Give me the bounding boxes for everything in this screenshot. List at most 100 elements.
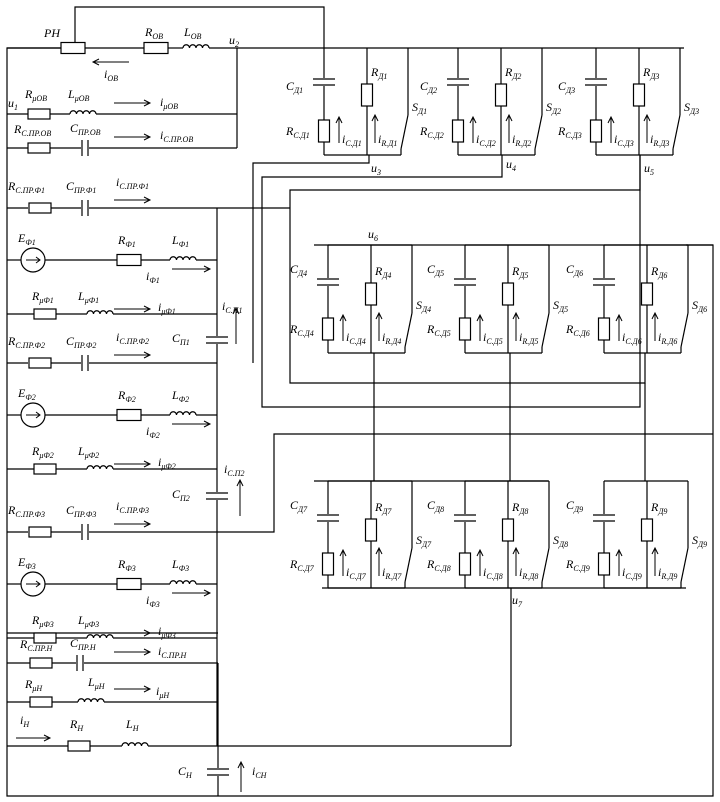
- capacitor-gap: [81, 198, 89, 218]
- l-mu-ov-inductor: [69, 109, 97, 115]
- c-pr-ov-label: CПР.ОВ: [70, 121, 101, 137]
- r-d2-label: RД2: [504, 65, 521, 81]
- capacitor-gap: [81, 522, 89, 542]
- ic-d8-label: iС.Д8: [483, 565, 503, 581]
- s-d2-label: SД2: [546, 100, 561, 116]
- u1-label: u1: [8, 96, 18, 112]
- i-spr-ph3-arrow: [114, 520, 152, 528]
- r-ov-label: RОВ: [144, 25, 163, 41]
- r-h-label: RН: [69, 717, 84, 733]
- l-ov-label: LОВ: [183, 25, 201, 41]
- rc-d5-label: RС.Д5: [426, 322, 451, 338]
- i-cp1-label: iС.П1: [222, 299, 242, 315]
- rc-d1-label: RС.Д1: [285, 124, 310, 140]
- i-ov-arrow: [91, 58, 129, 66]
- rc-d9-resistor: [597, 552, 611, 576]
- l-mu-ph3-inductor: [86, 633, 114, 639]
- c-pr-ph3-capacitor: [81, 522, 89, 542]
- c-d7-capacitor: [316, 514, 340, 522]
- c-pr-ph2-label: CПР.Ф2: [66, 334, 96, 350]
- i-spr-ph2-arrow: [114, 351, 152, 359]
- ir-d1-label: iR.Д1: [378, 132, 397, 148]
- switch-d1: [400, 114, 409, 150]
- ir-d6-arrow: [651, 311, 659, 341]
- ic-d5-arrow: [476, 313, 484, 341]
- l-ph3-label: LФ3: [171, 557, 189, 573]
- r-d3-resistor: [632, 83, 646, 107]
- capacitor-gap: [592, 278, 616, 286]
- i-spr-ov-label: iС.ПР.ОВ: [160, 128, 193, 144]
- rn-feedback-wire: [74, 6, 325, 48]
- r-ph2-label: RФ2: [117, 388, 136, 404]
- i-mu-ph1-label: iμФ1: [158, 300, 176, 316]
- r-mu-h-label: RμН: [24, 677, 43, 693]
- capacitor-gap: [592, 514, 616, 522]
- r-ph3-label: RФ3: [117, 557, 136, 573]
- rn-resistor: [60, 41, 86, 55]
- r-ph3-resistor: [116, 577, 142, 591]
- c-pr-ph1-capacitor: [81, 198, 89, 218]
- rc-d3-resistor: [589, 119, 603, 143]
- wires: [6, 6, 714, 797]
- r-mu-ph3-label: RμФ3: [31, 613, 54, 629]
- r-spr-h-label: RС.ПР.Н: [19, 637, 54, 653]
- ir-d2-arrow: [505, 113, 513, 143]
- ic-d2-label: iС.Д2: [476, 132, 496, 148]
- rn-label: РН: [43, 26, 61, 40]
- ic-d9-label: iС.Д9: [622, 565, 642, 581]
- i-spr-ph2-label: iС.ПР.Ф2: [116, 330, 149, 346]
- switch-d9: [680, 547, 689, 583]
- u5-label: u5: [644, 161, 654, 177]
- r-spr-h-resistor: [29, 657, 53, 669]
- switch-d7: [404, 547, 413, 583]
- r-ph1-label: RФ1: [117, 233, 136, 249]
- ic-d1-label: iС.Д1: [342, 132, 362, 148]
- c-d5-capacitor: [453, 278, 477, 286]
- i-ph2-arrow: [172, 420, 212, 428]
- e-ph1-label: EФ1: [17, 231, 36, 247]
- r-d6-resistor: [640, 282, 654, 306]
- r-d8-label: RД8: [511, 500, 528, 516]
- c-h-label: CН: [178, 764, 193, 780]
- i-ph3-label: iФ3: [146, 593, 160, 609]
- capacitor-gap: [316, 514, 340, 522]
- ic-d1-arrow: [335, 115, 343, 143]
- s-d1-label: SД1: [412, 100, 427, 116]
- r-spr-ph1-resistor: [28, 202, 52, 214]
- voltage-source-arrow: [26, 256, 41, 264]
- i-mu-ph2-arrow: [114, 460, 152, 468]
- i-mu-ov-arrow: [114, 99, 152, 107]
- r-spr-ph2-label: RС.ПР.Ф2: [7, 334, 45, 350]
- c-pr-ph2-capacitor: [81, 353, 89, 373]
- c-d1-capacitor: [312, 78, 336, 86]
- ic-d2-arrow: [469, 115, 477, 143]
- l-mu-ph1-inductor: [86, 309, 114, 315]
- i-ph1-label: iФ1: [146, 269, 160, 285]
- ic-d3-arrow: [607, 115, 615, 143]
- capacitor-gap: [81, 138, 89, 158]
- u5-wire: [289, 155, 646, 384]
- c-d2-label: CД2: [420, 79, 437, 95]
- rc-d3-label: RС.Д3: [557, 124, 582, 140]
- r-ov-resistor: [143, 41, 169, 55]
- r-d7-label: RД7: [374, 500, 392, 516]
- switch-d8: [541, 547, 550, 583]
- i-ch-arrow: [237, 760, 245, 792]
- capacitor-gap: [205, 492, 229, 500]
- r-ph1-resistor: [116, 253, 142, 267]
- r-d1-resistor: [360, 83, 374, 107]
- ir-d8-arrow: [512, 546, 520, 576]
- c-p2-label: CП2: [172, 487, 190, 503]
- inductor-coil: [69, 110, 97, 115]
- r-d9-resistor: [640, 518, 654, 542]
- i-ov-label: iОВ: [104, 67, 118, 83]
- rc-d6-label: RС.Д6: [565, 322, 590, 338]
- rc-d8-label: RС.Д8: [426, 557, 451, 573]
- c-pr-ph1-label: CПР.Ф1: [66, 179, 96, 195]
- capacitor-gap: [453, 514, 477, 522]
- i-spr-h-label: iС.ПР.Н: [158, 644, 188, 660]
- ic-d7-label: iС.Д7: [346, 565, 367, 581]
- c-p1-label: CП1: [172, 331, 190, 347]
- e-ph3-source: [20, 571, 46, 597]
- ir-d4-arrow: [375, 311, 383, 341]
